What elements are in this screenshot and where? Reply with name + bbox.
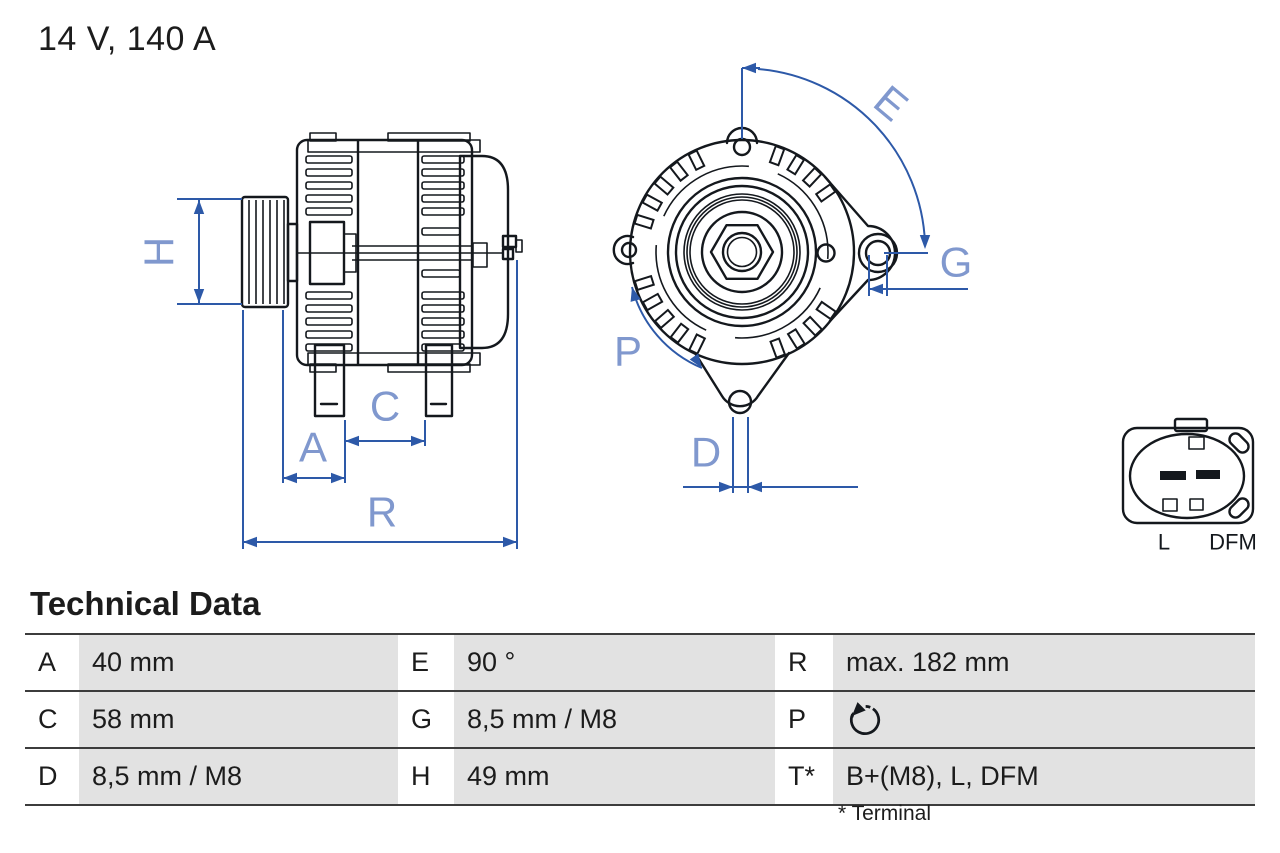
cell-key-E: E [398,635,454,690]
cell-value-P [833,692,1255,747]
shaft-hub [296,220,503,286]
table-row: A 40 mm E 90 ° R max. 182 mm [25,635,1255,692]
cell-key-G: G [398,692,454,747]
dimension-D: D [683,417,858,493]
connector-bottom-tab-2 [1189,498,1204,511]
cell-key-D: D [25,749,79,804]
front-view [612,126,899,415]
dimension-P: P [614,286,703,375]
connector-top-tab [1173,417,1209,433]
mounting-feet [313,343,454,418]
cell-value-T: B+(M8), L, DFM [833,749,1255,804]
cell-value-G: 8,5 mm / M8 [454,692,775,747]
bottom-mounting-lug [693,351,791,415]
segmented-ring [655,165,829,339]
rotation-direction-icon [849,701,881,735]
dimension-A: A [242,310,346,549]
cell-key-T: T* [775,749,833,804]
cooling-fins-front [305,155,353,352]
cell-value-A: 40 mm [79,635,398,690]
dimension-G: G [868,239,973,296]
cooling-fins-rear [421,155,465,352]
connector-label-DFM: DFM [1209,530,1257,555]
cell-key-A: A [25,635,79,690]
terminal-pin-L [1160,471,1186,480]
right-mounting-arm [816,175,899,323]
rotation-direction-arrow [631,286,703,369]
page-title: 14 V, 140 A [38,20,217,58]
technical-data-heading: Technical Data [30,585,261,622]
left-mounting-ear [612,234,638,266]
dimension-R: R [243,260,518,549]
dim-label-G: G [940,239,973,286]
shaft-nut [709,223,775,280]
connector-label-L: L [1158,530,1170,555]
cell-value-H: 49 mm [454,749,775,804]
alternator-body-side [295,132,503,373]
cell-key-R: R [775,635,833,690]
cell-key-P: P [775,692,833,747]
dim-label-A: A [299,424,327,471]
table-row: D 8,5 mm / M8 H 49 mm T* B+(M8), L, DFM [25,749,1255,806]
rear-cover [458,154,510,350]
dimension-C: C [345,383,426,447]
table-row: C 58 mm G 8,5 mm / M8 P [25,692,1255,749]
connector-bottom-tab-1 [1162,498,1178,512]
front-outer-circle [628,138,856,366]
technical-drawing: H A C R [136,62,1257,555]
dim-label-H: H [136,237,183,267]
connector-corner-notch-top [1228,432,1250,454]
dim-label-D: D [691,429,721,476]
connector-corner-notch-bottom [1228,497,1250,519]
dimension-H: H [136,198,242,305]
cell-value-E: 90 ° [454,635,775,690]
pulley [240,195,299,309]
terminal-stud [501,234,523,261]
cell-value-C: 58 mm [79,692,398,747]
connector-plug-diagram: L DFM [1121,417,1257,555]
connector-oval [1128,432,1246,520]
technical-data-table: A 40 mm E 90 ° R max. 182 mm C 58 mm G 8… [25,633,1255,806]
stator-slot-ring [633,144,838,359]
dim-label-C: C [370,383,400,430]
dim-label-R: R [367,489,397,536]
side-view [240,132,523,418]
cell-key-H: H [398,749,454,804]
dimension-E: E [741,62,931,249]
cell-key-C: C [25,692,79,747]
terminal-pin-DFM [1196,470,1220,479]
terminal-footnote: * Terminal [838,802,931,825]
connector-key-tab [1188,436,1205,450]
cell-value-D: 8,5 mm / M8 [79,749,398,804]
dim-label-P: P [614,328,642,375]
cell-value-R: max. 182 mm [833,635,1255,690]
connector-outline [1121,426,1255,525]
